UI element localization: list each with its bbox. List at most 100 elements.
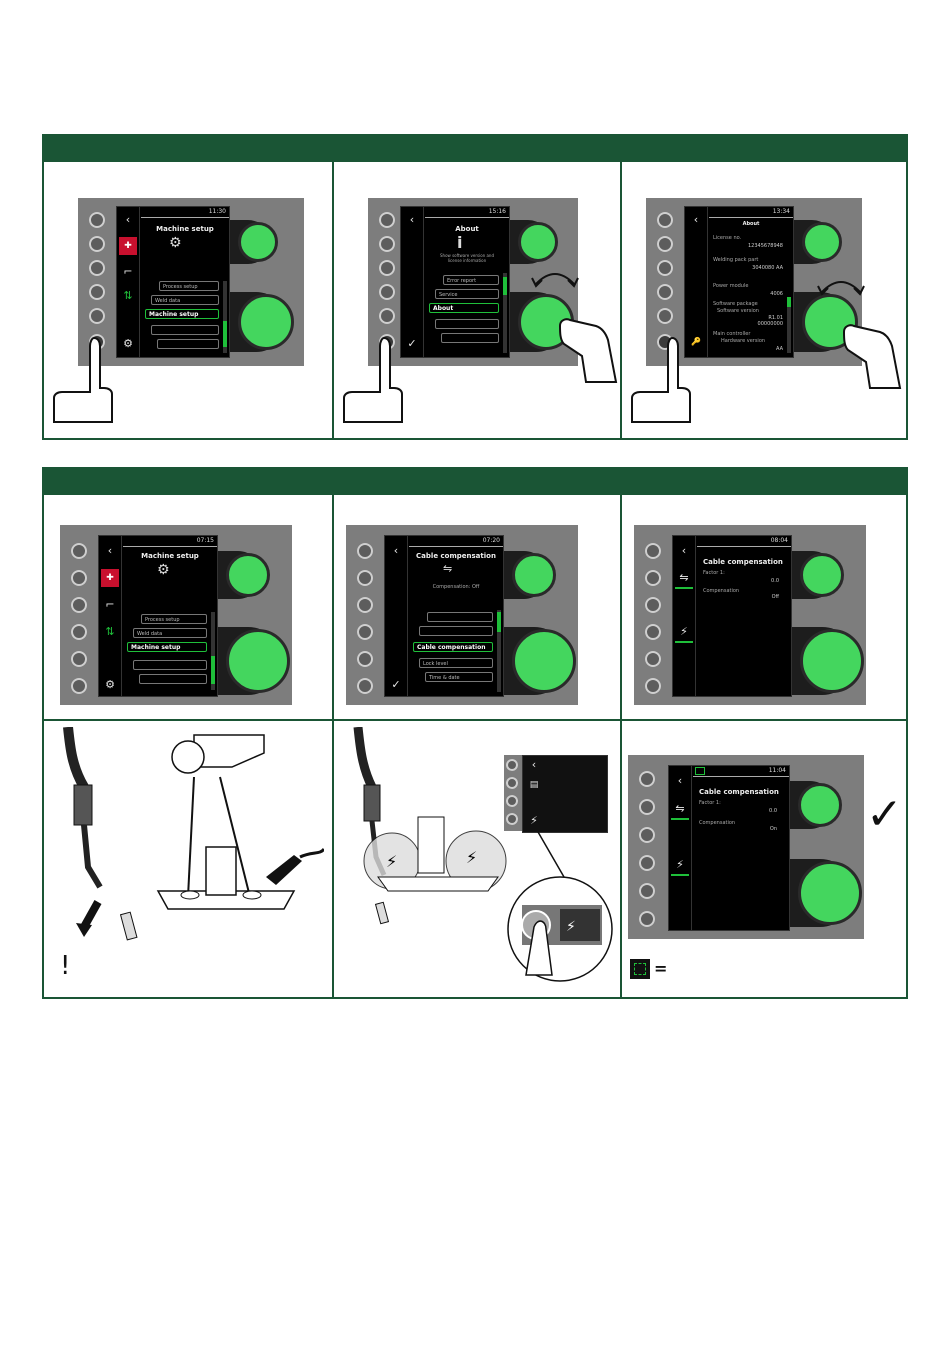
- section-header-bar: [44, 136, 906, 162]
- menu-item[interactable]: Process setup: [141, 614, 207, 624]
- lower-knob[interactable]: [798, 861, 862, 925]
- scrollbar[interactable]: [503, 273, 507, 353]
- confirm-check-icon: ✓: [391, 678, 401, 691]
- soft-button-6[interactable]: [71, 678, 87, 694]
- soft-button-3[interactable]: [639, 827, 655, 843]
- menu-item-selected[interactable]: About: [429, 303, 499, 313]
- menu-item[interactable]: Weld data: [151, 295, 219, 305]
- step-cell-9: ‹ ⇋ ⚡ 11:04 Cable compensation Factor 1:…: [620, 721, 906, 997]
- soft-button-3[interactable]: [89, 260, 105, 276]
- menu-item-empty[interactable]: [139, 674, 207, 684]
- soft-button-2[interactable]: [71, 570, 87, 586]
- menu-item-empty[interactable]: [441, 333, 499, 343]
- gear-icon: ⚙: [105, 678, 115, 691]
- lower-knob[interactable]: [238, 294, 294, 350]
- soft-button-3[interactable]: [379, 260, 395, 276]
- soft-button-3[interactable]: [657, 260, 673, 276]
- soft-button-5[interactable]: [71, 651, 87, 667]
- info-value: Off: [771, 594, 779, 600]
- upper-knob[interactable]: [226, 553, 270, 597]
- soft-button-4[interactable]: [71, 624, 87, 640]
- soft-button-2[interactable]: [357, 570, 373, 586]
- scrollbar[interactable]: [211, 612, 215, 690]
- compensation-active-icon: [695, 767, 705, 775]
- gun-icon: ⌐: [123, 265, 133, 278]
- soft-button-5[interactable]: [639, 883, 655, 899]
- scrollbar[interactable]: [497, 610, 501, 692]
- rotate-arrow-icon: [817, 281, 865, 296]
- soft-button-5[interactable]: [379, 308, 395, 324]
- upper-knob[interactable]: [798, 783, 842, 827]
- soft-button-1[interactable]: [645, 543, 661, 559]
- menu-item[interactable]: Error report: [443, 275, 499, 285]
- soft-button-2[interactable]: [639, 799, 655, 815]
- soft-button-1[interactable]: [657, 212, 673, 228]
- license-key-icon: 🔑: [691, 337, 701, 346]
- screen-title: About: [455, 225, 479, 233]
- lower-knob[interactable]: [226, 629, 290, 693]
- soft-button-1[interactable]: [71, 543, 87, 559]
- soft-button-3[interactable]: [357, 597, 373, 613]
- time-bar: 07:20: [409, 536, 503, 547]
- menu-item-selected[interactable]: Cable compensation: [413, 642, 493, 652]
- soft-button-6[interactable]: [645, 678, 661, 694]
- menu-item[interactable]: Weld data: [133, 628, 207, 638]
- upper-knob[interactable]: [802, 222, 842, 262]
- upper-knob[interactable]: [518, 222, 558, 262]
- soft-button-6[interactable]: [639, 911, 655, 927]
- device-panel: ‹ ✓ 15:16 About i Show software version …: [368, 198, 578, 366]
- menu-item[interactable]: Process setup: [159, 281, 219, 291]
- soft-button-4[interactable]: [89, 284, 105, 300]
- menu-item-empty[interactable]: [419, 626, 493, 636]
- soft-button-1[interactable]: [639, 771, 655, 787]
- soft-button-1[interactable]: [357, 543, 373, 559]
- device-panel: ‹ ✚ ⌐ ⇅ ⚙ 07:15 Machine setup ⚙ Process …: [60, 525, 292, 705]
- soft-button-3[interactable]: [645, 597, 661, 613]
- soft-button-6[interactable]: [357, 678, 373, 694]
- screen-side-column: ‹ ✚ ⌐ ⇅ ⚙: [117, 207, 140, 357]
- soft-button-4[interactable]: [506, 813, 518, 825]
- lower-knob[interactable]: [800, 629, 864, 693]
- menu-item-empty[interactable]: [151, 325, 219, 335]
- soft-button-4[interactable]: [379, 284, 395, 300]
- machine-icon: ▤: [529, 780, 539, 790]
- soft-button-1[interactable]: [89, 212, 105, 228]
- soft-button-1[interactable]: [506, 759, 518, 771]
- soft-button-5[interactable]: [657, 308, 673, 324]
- soft-button-4[interactable]: [357, 624, 373, 640]
- soft-button-2[interactable]: [657, 236, 673, 252]
- soft-button-4[interactable]: [657, 284, 673, 300]
- menu-item[interactable]: Service: [435, 289, 499, 299]
- soft-button-5[interactable]: [357, 651, 373, 667]
- soft-button-3[interactable]: [71, 597, 87, 613]
- menu-list: Cable compensation Lock level Time & dat…: [413, 608, 493, 692]
- soft-button-2[interactable]: [645, 570, 661, 586]
- zoom-callout: ⚡: [507, 825, 613, 982]
- soft-button-5[interactable]: [645, 651, 661, 667]
- menu-item[interactable]: Lock level: [419, 658, 493, 668]
- soft-button-2[interactable]: [89, 236, 105, 252]
- soft-button-2[interactable]: [379, 236, 395, 252]
- soft-button-4[interactable]: [645, 624, 661, 640]
- menu-item-selected[interactable]: Machine setup: [127, 642, 207, 652]
- upper-knob[interactable]: [800, 553, 844, 597]
- lower-knob[interactable]: [512, 629, 576, 693]
- menu-item-empty[interactable]: [435, 319, 499, 329]
- cable-icon: ⇋: [443, 562, 453, 575]
- soft-button-4[interactable]: [639, 855, 655, 871]
- scrollbar[interactable]: [223, 281, 227, 353]
- scrollbar[interactable]: [787, 297, 791, 353]
- menu-item-empty[interactable]: [157, 339, 219, 349]
- soft-button-5[interactable]: [89, 308, 105, 324]
- upper-knob[interactable]: [238, 222, 278, 262]
- soft-button-3[interactable]: [506, 795, 518, 807]
- menu-item-selected[interactable]: Machine setup: [145, 309, 219, 319]
- device-panel: ‹ ⇋ ⚡ 11:04 Cable compensation Factor 1:…: [628, 755, 864, 939]
- soft-button-2[interactable]: [506, 777, 518, 789]
- menu-item-empty[interactable]: [427, 612, 493, 622]
- soft-button-1[interactable]: [379, 212, 395, 228]
- upper-knob[interactable]: [512, 553, 556, 597]
- step-cell-1: ‹ ✚ ⌐ ⇅ ⚙ 11:30 Machine setup ⚙ Process …: [44, 162, 332, 440]
- menu-item[interactable]: Time & date: [425, 672, 493, 682]
- menu-item-empty[interactable]: [133, 660, 207, 670]
